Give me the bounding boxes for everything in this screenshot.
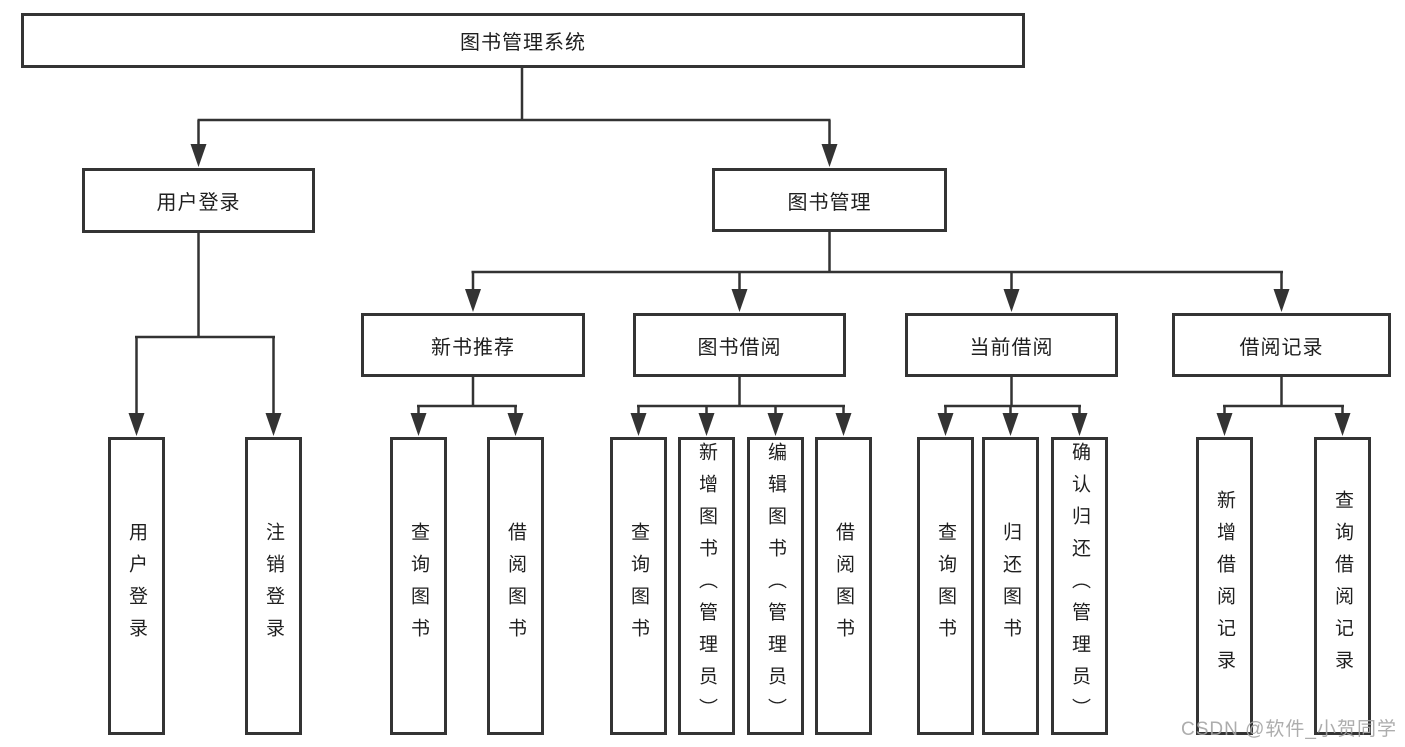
leaf-current-query-books-label: 查询图书	[935, 522, 956, 650]
leaf-borrow-query-books: 查询图书	[610, 437, 667, 735]
leaf-logout-login: 注销登录	[245, 437, 302, 735]
node-book-management: 图书管理	[712, 168, 947, 232]
leaf-newbook-borrow-books: 借阅图书	[487, 437, 544, 735]
leaf-newbook-query-books-label: 查询图书	[408, 522, 429, 650]
node-user-login: 用户登录	[82, 168, 315, 233]
leaf-borrow-query-books-label: 查询图书	[628, 522, 649, 650]
node-book-management-label: 图书管理	[787, 191, 872, 214]
leaf-current-confirm-return-admin-label: 确认归还（管理员）	[1069, 442, 1090, 730]
node-current-borrow: 当前借阅	[905, 313, 1118, 377]
node-new-book-recommend-label: 新书推荐	[431, 336, 515, 359]
leaf-records-query-record-label: 查询借阅记录	[1332, 490, 1353, 682]
node-borrow-records-label: 借阅记录	[1239, 336, 1324, 359]
leaf-borrow-edit-books-admin-label: 编辑图书（管理员）	[765, 442, 786, 730]
leaf-borrow-edit-books-admin: 编辑图书（管理员）	[747, 437, 804, 735]
node-borrow-records: 借阅记录	[1172, 313, 1391, 377]
leaf-borrow-borrow-books: 借阅图书	[815, 437, 872, 735]
leaf-current-return-books-label: 归还图书	[1000, 522, 1021, 650]
leaf-records-add-record: 新增借阅记录	[1196, 437, 1253, 735]
node-book-borrow: 图书借阅	[633, 313, 846, 377]
leaf-user-login: 用户登录	[108, 437, 165, 735]
leaf-borrow-add-books-admin: 新增图书（管理员）	[678, 437, 735, 735]
node-root-label: 图书管理系统	[460, 32, 586, 54]
node-root-library-management-system: 图书管理系统	[21, 13, 1025, 68]
node-user-login-label: 用户登录	[156, 192, 241, 214]
leaf-newbook-query-books: 查询图书	[390, 437, 447, 735]
leaf-newbook-borrow-books-label: 借阅图书	[505, 522, 526, 650]
node-current-borrow-label: 当前借阅	[969, 336, 1054, 359]
leaf-logout-login-label: 注销登录	[263, 522, 284, 650]
leaf-records-query-record: 查询借阅记录	[1314, 437, 1371, 735]
leaf-borrow-add-books-admin-label: 新增图书（管理员）	[696, 442, 717, 730]
node-book-borrow-label: 图书借阅	[697, 336, 782, 359]
leaf-current-confirm-return-admin: 确认归还（管理员）	[1051, 437, 1108, 735]
leaf-current-return-books: 归还图书	[982, 437, 1039, 735]
leaf-user-login-label: 用户登录	[126, 522, 147, 650]
leaf-current-query-books: 查询图书	[917, 437, 974, 735]
watermark: CSDN @软件_小贺同学	[1181, 719, 1397, 740]
leaf-records-add-record-label: 新增借阅记录	[1214, 490, 1235, 682]
node-new-book-recommend: 新书推荐	[361, 313, 585, 377]
leaf-borrow-borrow-books-label: 借阅图书	[833, 522, 854, 650]
